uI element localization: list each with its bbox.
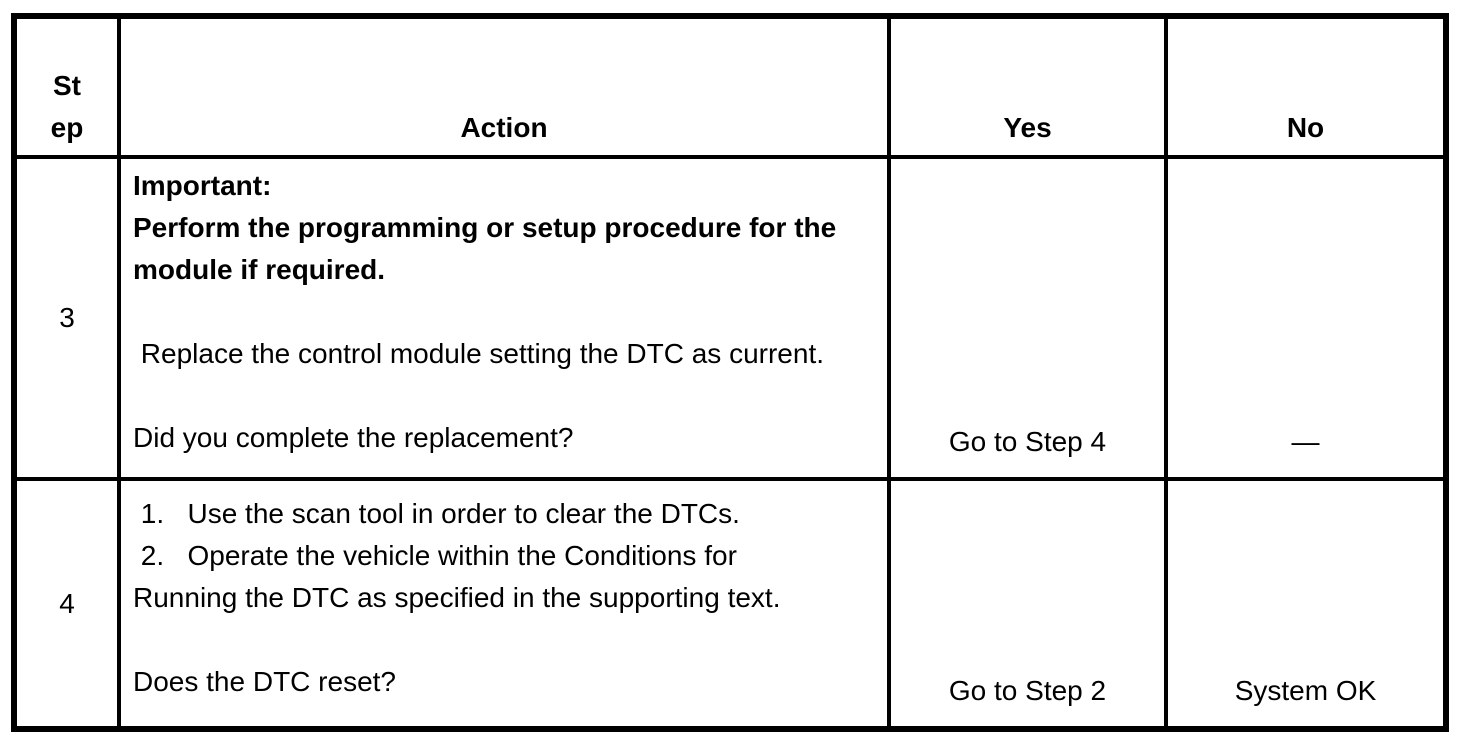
action-instruction: Replace the control module setting the D…: [133, 338, 825, 369]
step-number: 4: [59, 587, 75, 619]
yes-answer: Go to Step 4: [948, 426, 1107, 457]
header-yes-label: Yes: [1003, 112, 1052, 143]
table-row-step4-yes-cell: Go to Step 2: [891, 481, 1168, 726]
header-cell-action: Action: [121, 19, 891, 159]
header-cell-step: St ep: [17, 19, 121, 159]
header-action-label: Action: [460, 112, 548, 143]
table-row-step3-action-cell: Important: Perform the programming or se…: [121, 159, 891, 481]
step-number: 3: [59, 302, 75, 333]
no-answer: System OK: [1234, 675, 1377, 706]
header-cell-no: No: [1168, 19, 1443, 159]
yes-answer: Go to Step 2: [948, 675, 1107, 706]
header-cell-yes: Yes: [891, 19, 1168, 159]
action-important-note: Important: Perform the programming or se…: [133, 170, 837, 285]
header-no-label: No: [1286, 112, 1325, 143]
table-row-step3-number-cell: 3: [17, 159, 121, 481]
action-question: Did you complete the replacement?: [133, 422, 574, 453]
table-row-step3-no-cell: —: [1168, 159, 1443, 481]
table-row-step4-action-cell: 1. Use the scan tool in order to clear t…: [121, 481, 891, 726]
header-step-label: St ep: [50, 70, 84, 143]
table-row-step4-no-cell: System OK: [1168, 481, 1443, 726]
dtc-diagnostic-table: St ep Action Yes No 3 Important: Perform…: [11, 13, 1449, 732]
action-question: Does the DTC reset?: [133, 666, 396, 697]
table-row-step4-number-cell: 4: [17, 481, 121, 726]
action-numbered-list: 1. Use the scan tool in order to clear t…: [133, 498, 781, 613]
table-row-step3-yes-cell: Go to Step 4: [891, 159, 1168, 481]
no-answer-dash: —: [1291, 426, 1320, 457]
